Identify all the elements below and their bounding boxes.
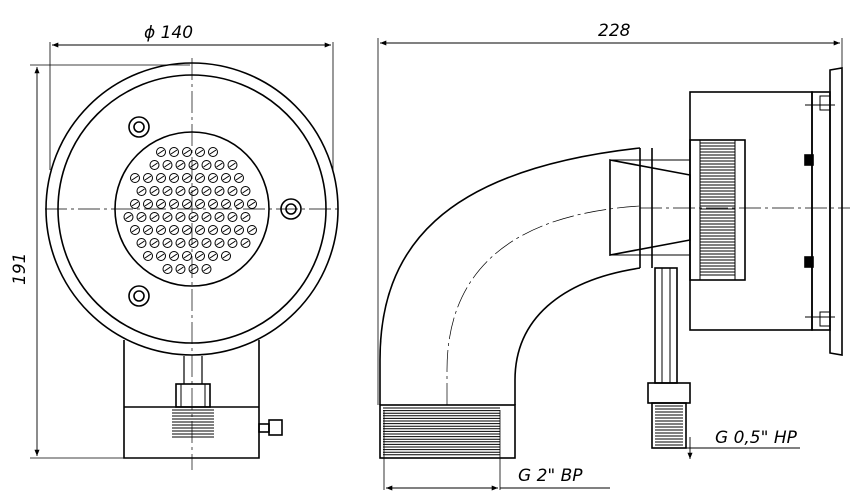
front-view — [30, 42, 340, 470]
mounting-screw-bottom — [128, 285, 150, 307]
nozzle-thread — [172, 409, 214, 438]
elbow-centerline — [446, 205, 641, 405]
flange — [811, 91, 831, 331]
diameter-label: ϕ 140 — [144, 23, 193, 43]
flange-clip-top — [804, 154, 814, 166]
flange-bolt-bottom — [819, 311, 831, 327]
elbow-inner — [514, 267, 641, 405]
height-label: 191 — [10, 253, 30, 285]
elbow-outer — [379, 147, 641, 405]
insert-thread-lines — [700, 142, 735, 276]
nozzle-hex — [175, 383, 211, 408]
base-body — [123, 340, 260, 459]
flange-bolt-top — [819, 95, 831, 111]
pipe-thread-block — [379, 404, 516, 459]
nozzle-tube — [654, 267, 678, 384]
grille-holes — [123, 147, 257, 274]
nozzle-thread-body — [651, 402, 687, 449]
side-view — [377, 38, 850, 491]
nozzle-hex-side — [647, 382, 691, 404]
mounting-screw-top — [128, 116, 150, 138]
housing-body — [689, 91, 813, 331]
pipe-thread-label: G 2" ВР — [518, 466, 583, 486]
flange-clip-bottom — [804, 256, 814, 268]
nozzle-thread-lines — [655, 405, 683, 446]
pipe-thread-lines — [383, 407, 500, 456]
nozzle-thread-label: G 0,5" НР — [715, 428, 798, 448]
side-plug-head — [268, 419, 283, 436]
threaded-insert — [689, 139, 746, 281]
length-label: 228 — [598, 21, 631, 41]
flange-face — [829, 67, 843, 356]
side-plug — [258, 423, 270, 433]
